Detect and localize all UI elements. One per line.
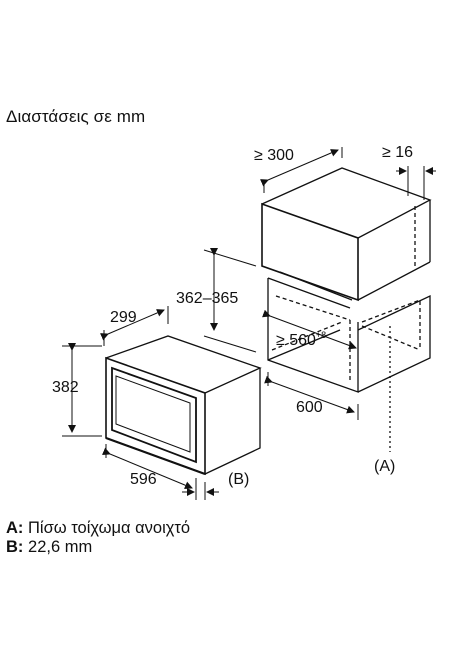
dimension-labels: ≥ 300 ≥ 16 362–365 ≥ 560+8 600 299 382 5…	[52, 144, 413, 488]
appliance-width-label: 596	[130, 471, 157, 488]
dimension-lines	[62, 147, 436, 500]
niche-depth-min-label: ≥ 560+8	[276, 330, 326, 349]
legend-key-b: B:	[6, 538, 24, 556]
niche-height-label: 362–365	[176, 290, 238, 307]
legend-item-b: B: 22,6 mm	[6, 538, 190, 557]
page-title: Διαστάσεις σε mm	[6, 107, 146, 126]
legend-key-a: A:	[6, 519, 24, 537]
marker-b-label: (B)	[228, 471, 249, 488]
niche-depth-min-value: ≥ 560	[276, 332, 316, 349]
legend-item-a: A: Πίσω τοίχωμα ανοιχτό	[6, 519, 190, 538]
legend-text-b: 22,6 mm	[28, 538, 93, 556]
appliance-drawing	[105, 335, 262, 476]
depth-min-label: ≥ 300	[254, 147, 294, 164]
appliance-height-label: 382	[52, 379, 79, 396]
legend-text-a: Πίσω τοίχωμα ανοιχτό	[28, 519, 191, 537]
appliance-depth-label: 299	[110, 309, 137, 326]
gap-min-label: ≥ 16	[382, 144, 413, 161]
niche-depth-tolerance: +8	[316, 330, 326, 340]
marker-a-label: (A)	[374, 458, 395, 475]
legend: A: Πίσω τοίχωμα ανοιχτό B: 22,6 mm	[6, 519, 190, 557]
niche-width-label: 600	[296, 399, 323, 416]
